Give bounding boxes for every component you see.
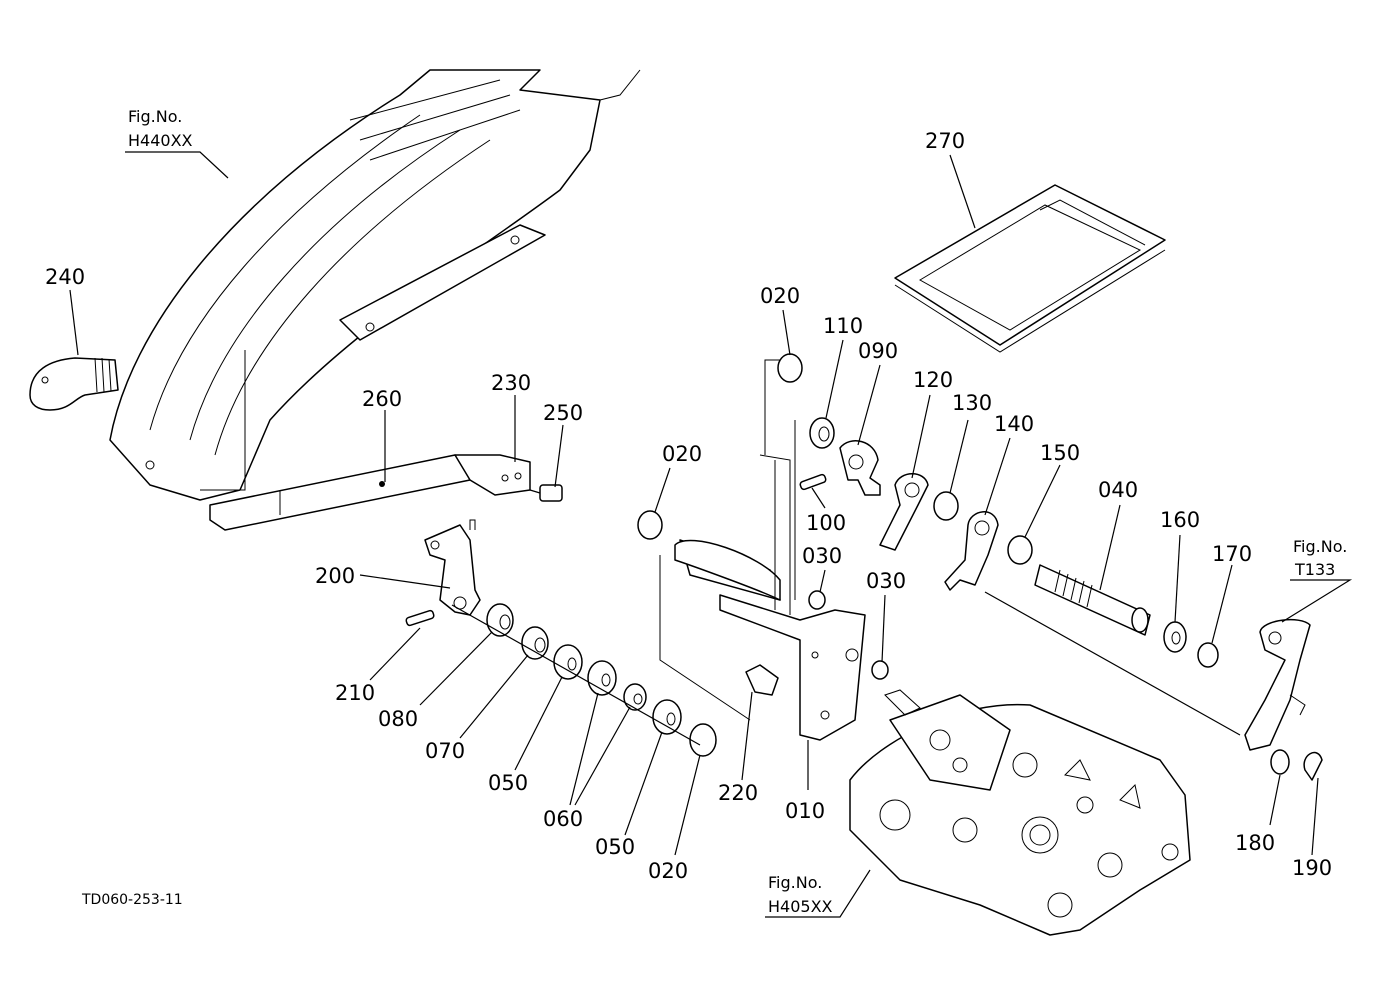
ref-h405xx: Fig.No. H405XX bbox=[768, 873, 833, 916]
part-label: 070 bbox=[425, 739, 465, 763]
part-020-bushing-left bbox=[637, 510, 663, 540]
part-160-washer bbox=[1163, 621, 1187, 653]
ref-label-line2: H405XX bbox=[768, 897, 833, 916]
part-label: 090 bbox=[858, 339, 898, 363]
part-label: 060 bbox=[543, 807, 583, 831]
part-170-clip bbox=[1197, 642, 1219, 668]
part-190-pin bbox=[1303, 751, 1323, 781]
part-label: 050 bbox=[595, 835, 635, 859]
ref-label-line2: H440XX bbox=[128, 131, 193, 150]
part-250-bolt bbox=[529, 484, 563, 502]
leader-lines bbox=[69, 151, 1353, 918]
part-label: 100 bbox=[806, 511, 846, 535]
part-200-arm bbox=[424, 519, 481, 616]
part-label: 200 bbox=[315, 564, 355, 588]
part-label: 240 bbox=[45, 265, 85, 289]
part-label: 040 bbox=[1098, 478, 1138, 502]
part-label: 030 bbox=[866, 569, 906, 593]
part-label: 250 bbox=[543, 401, 583, 425]
part-label: 080 bbox=[378, 707, 418, 731]
part-030-pin-b bbox=[871, 660, 889, 680]
part-labels: 240 260 230 250 200 210 080 070 050 060 … bbox=[45, 129, 1332, 883]
part-label: 190 bbox=[1292, 856, 1332, 880]
part-label: 260 bbox=[362, 387, 402, 411]
ref-t133: Fig.No. T133 bbox=[1293, 537, 1347, 579]
part-label: 050 bbox=[488, 771, 528, 795]
part-label: 120 bbox=[913, 368, 953, 392]
part-label: 230 bbox=[491, 371, 531, 395]
part-210-pin bbox=[405, 609, 435, 627]
part-label: 220 bbox=[718, 781, 758, 805]
part-label: 210 bbox=[335, 681, 375, 705]
part-130-bushing bbox=[933, 491, 959, 521]
part-label: 020 bbox=[662, 442, 702, 466]
part-100-pin bbox=[799, 473, 827, 491]
ref-h440xx: Fig.No. H440XX bbox=[128, 107, 193, 150]
drawing-code: TD060-253-11 bbox=[81, 892, 183, 908]
part-label: 150 bbox=[1040, 441, 1080, 465]
part-030-pin-a bbox=[808, 590, 826, 610]
part-140-lever bbox=[944, 511, 1241, 736]
part-040-shaft bbox=[1034, 564, 1151, 636]
part-label: 180 bbox=[1235, 831, 1275, 855]
part-label: 270 bbox=[925, 129, 965, 153]
part-110-washer bbox=[794, 417, 835, 600]
part-090-arm bbox=[839, 440, 881, 496]
part-230-bracket bbox=[454, 454, 531, 496]
part-220-bolt bbox=[745, 664, 779, 696]
part-180-washer bbox=[1270, 749, 1290, 775]
part-010-bracket bbox=[659, 454, 866, 741]
part-label: 110 bbox=[823, 314, 863, 338]
part-020-bushing-top bbox=[764, 353, 803, 455]
part-label: 010 bbox=[785, 799, 825, 823]
part-label: 020 bbox=[648, 859, 688, 883]
part-label: 140 bbox=[994, 412, 1034, 436]
part-120-lever bbox=[879, 473, 929, 551]
part-240-knob bbox=[29, 357, 119, 411]
ref-label-line1: Fig.No. bbox=[1293, 537, 1347, 556]
ref-label-line1: Fig.No. bbox=[768, 873, 822, 892]
part-t133-arm bbox=[1244, 618, 1311, 751]
part-label: 030 bbox=[802, 544, 842, 568]
fender-drawing bbox=[109, 69, 641, 501]
part-270-manual bbox=[894, 184, 1166, 353]
ref-label-line1: Fig.No. bbox=[128, 107, 182, 126]
part-150-bushing bbox=[1007, 535, 1033, 565]
part-label: 130 bbox=[952, 391, 992, 415]
part-label: 020 bbox=[760, 284, 800, 308]
part-label: 160 bbox=[1160, 508, 1200, 532]
valve-body bbox=[849, 689, 1191, 936]
part-label: 170 bbox=[1212, 542, 1252, 566]
washers-stack bbox=[451, 603, 717, 757]
ref-label-line2: T133 bbox=[1294, 560, 1335, 579]
